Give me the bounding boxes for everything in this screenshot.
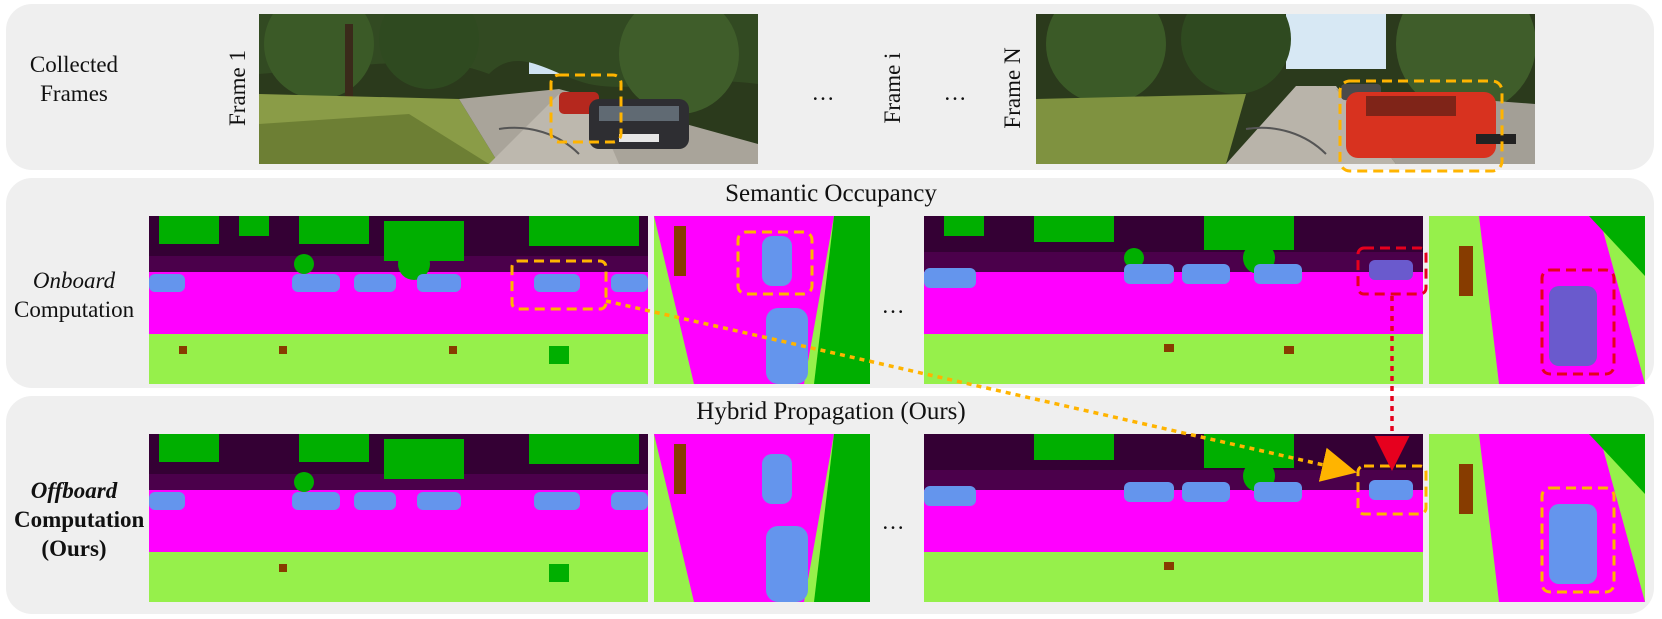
ellipsis: … bbox=[811, 80, 835, 105]
hybrid-propagation-title: Hybrid Propagation (Ours) bbox=[696, 398, 966, 425]
offboard-occupancy-frame-1-perspective bbox=[654, 434, 870, 602]
row-label-offboard: Offboard Computation (Ours) bbox=[14, 476, 145, 563]
frame-i-label: Frame i bbox=[880, 52, 905, 124]
ellipsis: … bbox=[881, 293, 905, 318]
row-label-line: Collected bbox=[29, 52, 119, 77]
frame-n-photo bbox=[1036, 14, 1535, 164]
semantic-occupancy-title: Semantic Occupancy bbox=[725, 180, 937, 207]
row-label-onboard: Onboard Computation bbox=[14, 266, 134, 324]
offboard-occupancy-frame-1 bbox=[149, 434, 648, 602]
row-label-line: Computation bbox=[14, 507, 145, 532]
ellipsis: … bbox=[881, 509, 905, 534]
onboard-occupancy-frame-n bbox=[924, 216, 1423, 384]
onboard-occupancy-frame-1 bbox=[149, 216, 648, 384]
row-label-line: Onboard bbox=[32, 268, 116, 293]
row-label-line: Computation bbox=[14, 297, 135, 322]
row-label-line: (Ours) bbox=[41, 536, 107, 561]
row-label-line: Frames bbox=[40, 81, 108, 106]
frame-n-label: Frame N bbox=[1000, 47, 1025, 129]
frame-1-photo bbox=[259, 14, 758, 164]
ellipsis: … bbox=[943, 80, 967, 105]
onboard-occupancy-frame-n-perspective bbox=[1429, 216, 1645, 384]
row-label-collected-frames: Collected Frames bbox=[14, 50, 134, 108]
offboard-occupancy-frame-n-perspective bbox=[1429, 434, 1645, 602]
frame-1-label: Frame 1 bbox=[225, 49, 250, 127]
onboard-occupancy-frame-1-perspective bbox=[654, 216, 870, 384]
offboard-occupancy-frame-n bbox=[924, 434, 1423, 602]
row-label-line: Offboard bbox=[30, 478, 118, 503]
